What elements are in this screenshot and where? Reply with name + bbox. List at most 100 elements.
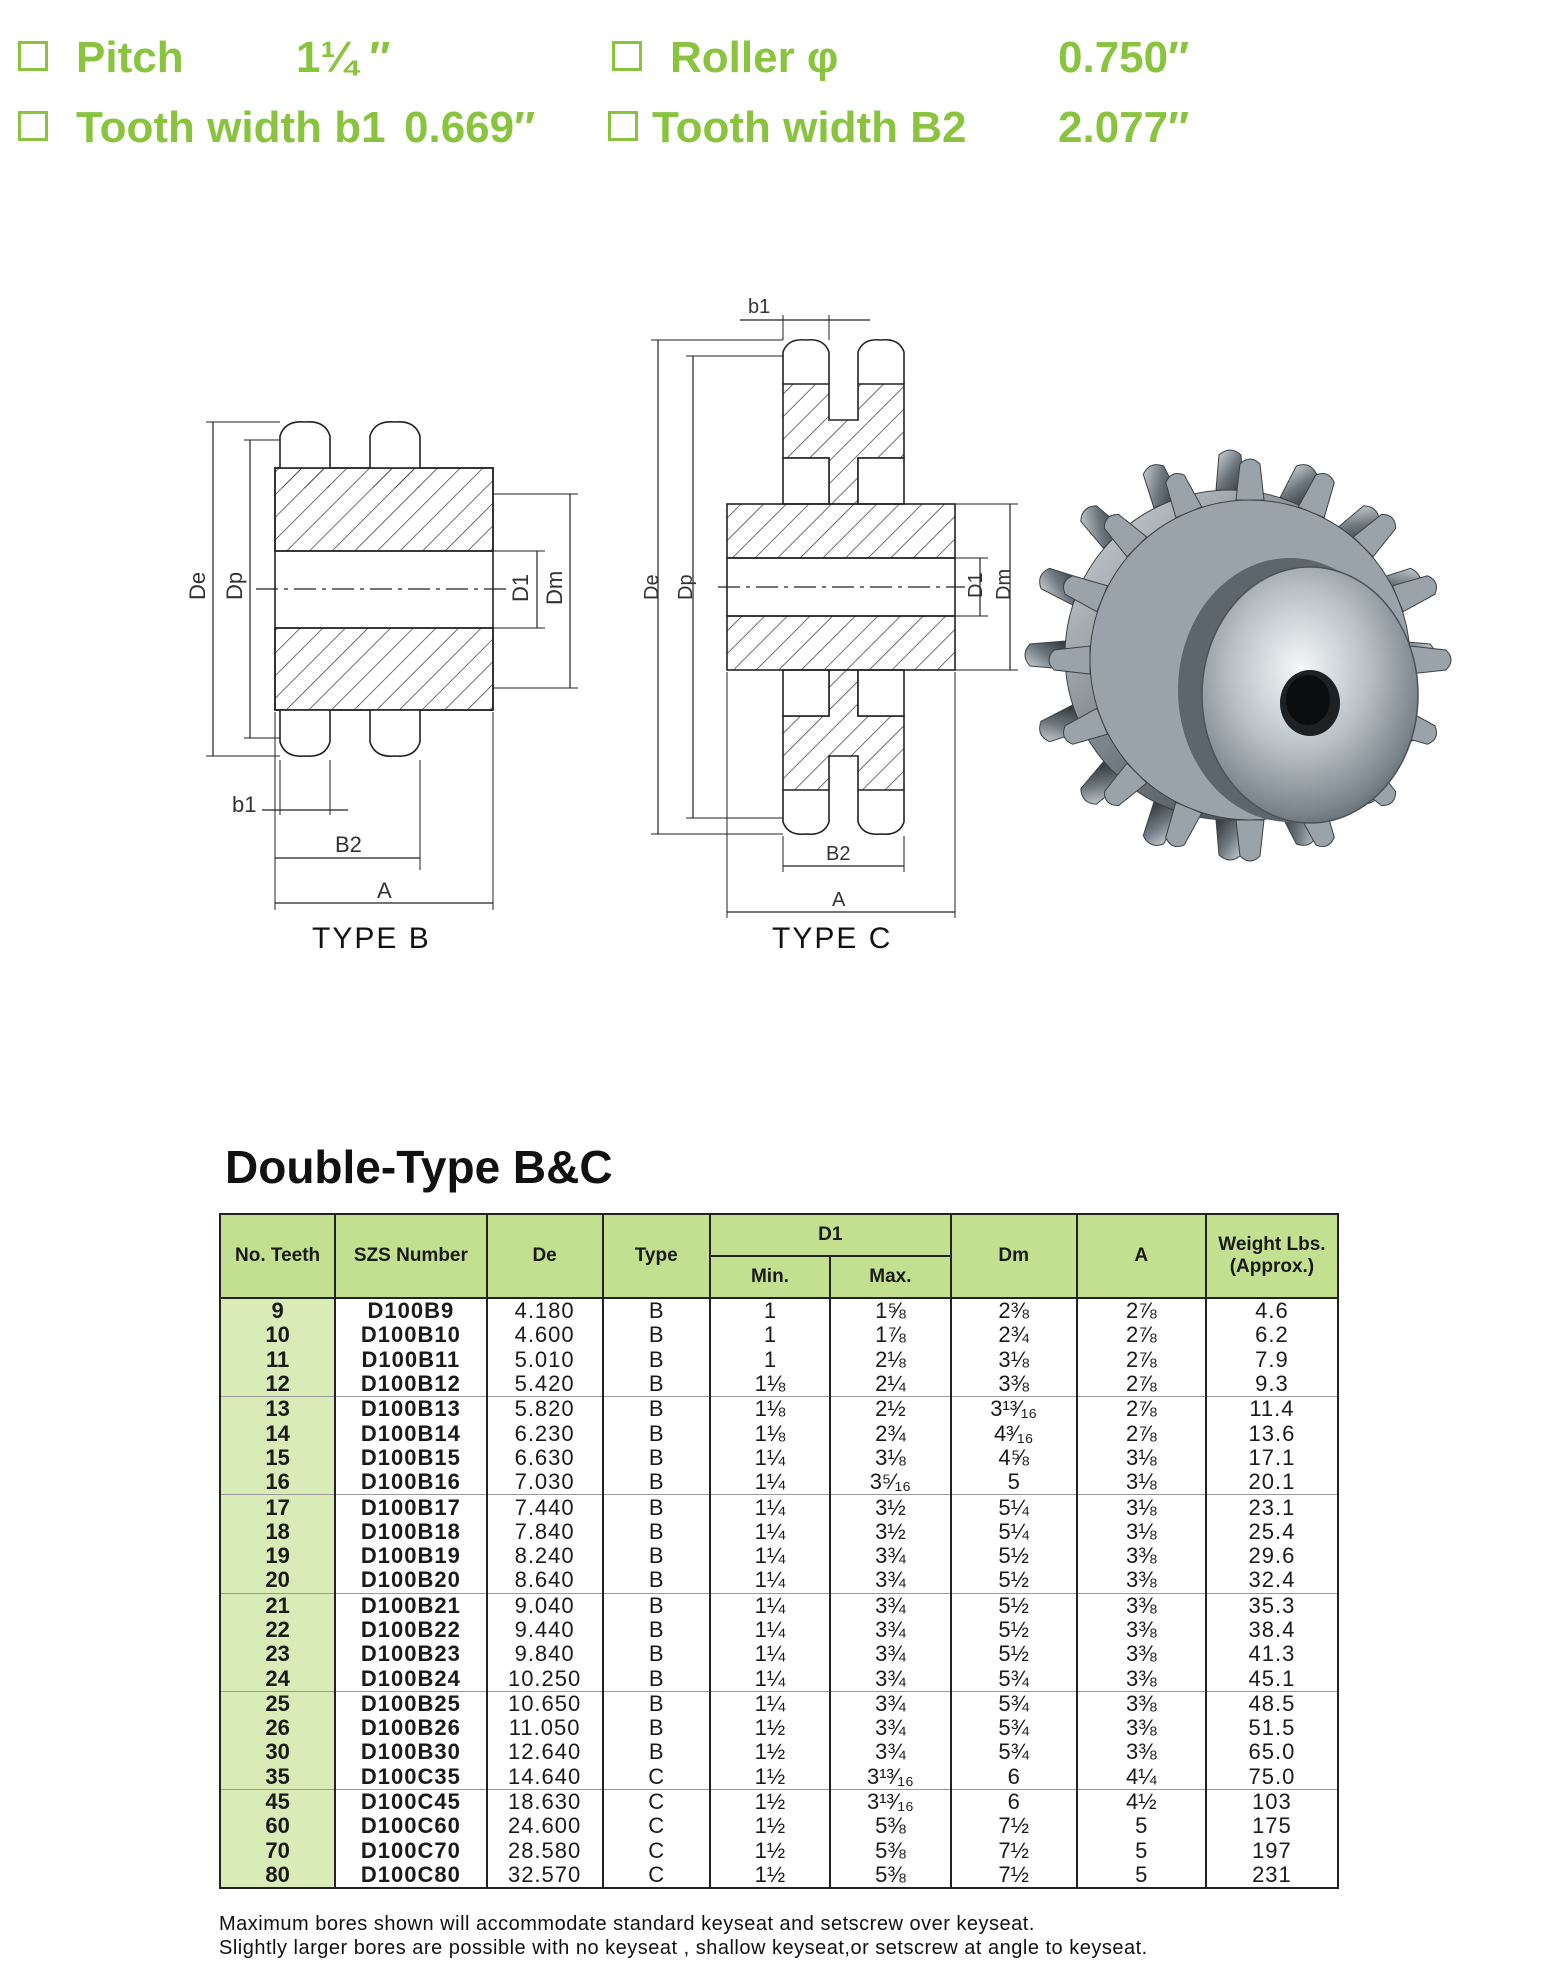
cell-d1-min: 1½ [708,1862,832,1890]
cell-type: B [601,1396,711,1422]
dim-b1-b: b1 [232,792,256,817]
spec-B2-value: 2.077″ [1058,103,1190,152]
cell-d1-max: 3¾ [829,1666,952,1692]
cell-weight: 41.3 [1204,1642,1340,1667]
cell-type: B [601,1716,711,1741]
cell-de: 9.440 [485,1617,604,1643]
cell-szs: D100B30 [334,1740,488,1765]
cell-type: C [601,1862,711,1890]
cell-type: B [601,1347,711,1372]
spec-pitch-value: 1¼ ″ [296,33,391,82]
cell-d1-min: 1¼ [708,1593,832,1618]
cell-dm: 6 [949,1789,1078,1815]
cell-d1-max: 3¾ [829,1740,952,1765]
cell-de: 24.600 [485,1814,604,1839]
cell-d1-max: 2¼ [829,1372,952,1398]
cell-d1-min: 1¼ [708,1445,832,1471]
footnote-1: Maximum bores shown will accommodate sta… [219,1913,1035,1935]
spec-b1-label: Tooth width b1 [76,103,386,152]
cell-szs: D100B11 [334,1347,488,1372]
spec-pitch: Pitch [18,36,184,80]
cell-type: B [601,1298,711,1324]
dim-D1-b: D1 [508,574,533,602]
dim-De-c: De [641,574,663,600]
cell-d1-max: 3¹³⁄₁₆ [829,1789,952,1815]
cell-type: B [601,1372,711,1398]
dim-D1-c: D1 [965,572,987,598]
footnote-2: Slightly larger bores are possible with … [219,1937,1148,1959]
spec-roller: Roller φ [612,36,838,80]
cell-teeth: 19 [218,1543,337,1569]
cell-a: 5 [1075,1838,1207,1863]
cell-d1-min: 1½ [708,1814,832,1839]
col-type: Type [601,1213,711,1299]
cell-a: 3⅛ [1075,1445,1207,1471]
cell-d1-max: 3¹³⁄₁₆ [829,1764,952,1790]
cell-weight: 175 [1204,1814,1340,1839]
cell-a: 2⅞ [1075,1421,1207,1446]
cell-d1-max: 5⅜ [829,1814,952,1839]
technical-drawings: De Dp D1 Dm b1 B2 A [185,296,1452,918]
cell-weight: 6.2 [1204,1323,1340,1348]
cell-de: 9.840 [485,1642,604,1667]
cell-de: 8.240 [485,1543,604,1569]
col-d1-min: Min. [708,1255,832,1299]
cell-dm: 5¾ [949,1716,1078,1741]
cell-szs: D100B14 [334,1421,488,1446]
checkbox-icon [18,41,48,72]
cell-teeth: 70 [218,1838,337,1863]
cell-d1-min: 1⅛ [708,1372,832,1398]
cell-d1-min: 1 [708,1323,832,1348]
cell-a: 2⅞ [1075,1372,1207,1398]
cell-d1-min: 1¼ [708,1642,832,1667]
cell-type: B [601,1642,711,1667]
cell-d1-max: 3¾ [829,1691,952,1717]
cell-a: 3⅜ [1075,1716,1207,1741]
cell-de: 7.030 [485,1470,604,1496]
cell-weight: 35.3 [1204,1593,1340,1618]
dim-B2-c: B2 [826,843,850,865]
cell-teeth: 24 [218,1666,337,1692]
spec-B2-label: Tooth width B2 [652,103,967,152]
cell-de: 5.420 [485,1372,604,1398]
cell-dm: 5½ [949,1593,1078,1618]
col-weight: Weight Lbs. (Approx.) [1204,1213,1340,1299]
cell-dm: 3⅛ [949,1347,1078,1372]
cell-teeth: 60 [218,1814,337,1839]
cell-szs: D100C70 [334,1838,488,1863]
cell-a: 3⅜ [1075,1642,1207,1667]
cell-teeth: 26 [218,1716,337,1741]
cell-a: 5 [1075,1862,1207,1890]
spec-roller-value: 0.750″ [1058,33,1190,82]
cell-dm: 5¾ [949,1666,1078,1692]
cell-type: C [601,1764,711,1790]
cell-a: 3⅜ [1075,1666,1207,1692]
type-b-label: TYPE B [312,922,431,955]
cell-a: 3⅜ [1075,1691,1207,1717]
cell-szs: D100C35 [334,1764,488,1790]
cell-a: 4½ [1075,1789,1207,1815]
cell-szs: D100B21 [334,1593,488,1618]
cell-weight: 7.9 [1204,1347,1340,1372]
col-szs: SZS Number [334,1213,488,1299]
dim-Dp-b: Dp [222,572,247,600]
cell-d1-max: 3¾ [829,1642,952,1667]
cell-a: 3⅜ [1075,1740,1207,1765]
cell-teeth: 16 [218,1470,337,1496]
cell-weight: 23.1 [1204,1494,1340,1520]
sprocket-image [1024,449,1452,862]
cell-d1-min: 1¼ [708,1666,832,1692]
cell-d1-min: 1¼ [708,1617,832,1643]
cell-de: 5.010 [485,1347,604,1372]
cell-teeth: 80 [218,1862,337,1890]
cell-d1-max: 2¾ [829,1421,952,1446]
table-title: Double-Type B&C [225,1141,613,1193]
cell-weight: 197 [1204,1838,1340,1863]
